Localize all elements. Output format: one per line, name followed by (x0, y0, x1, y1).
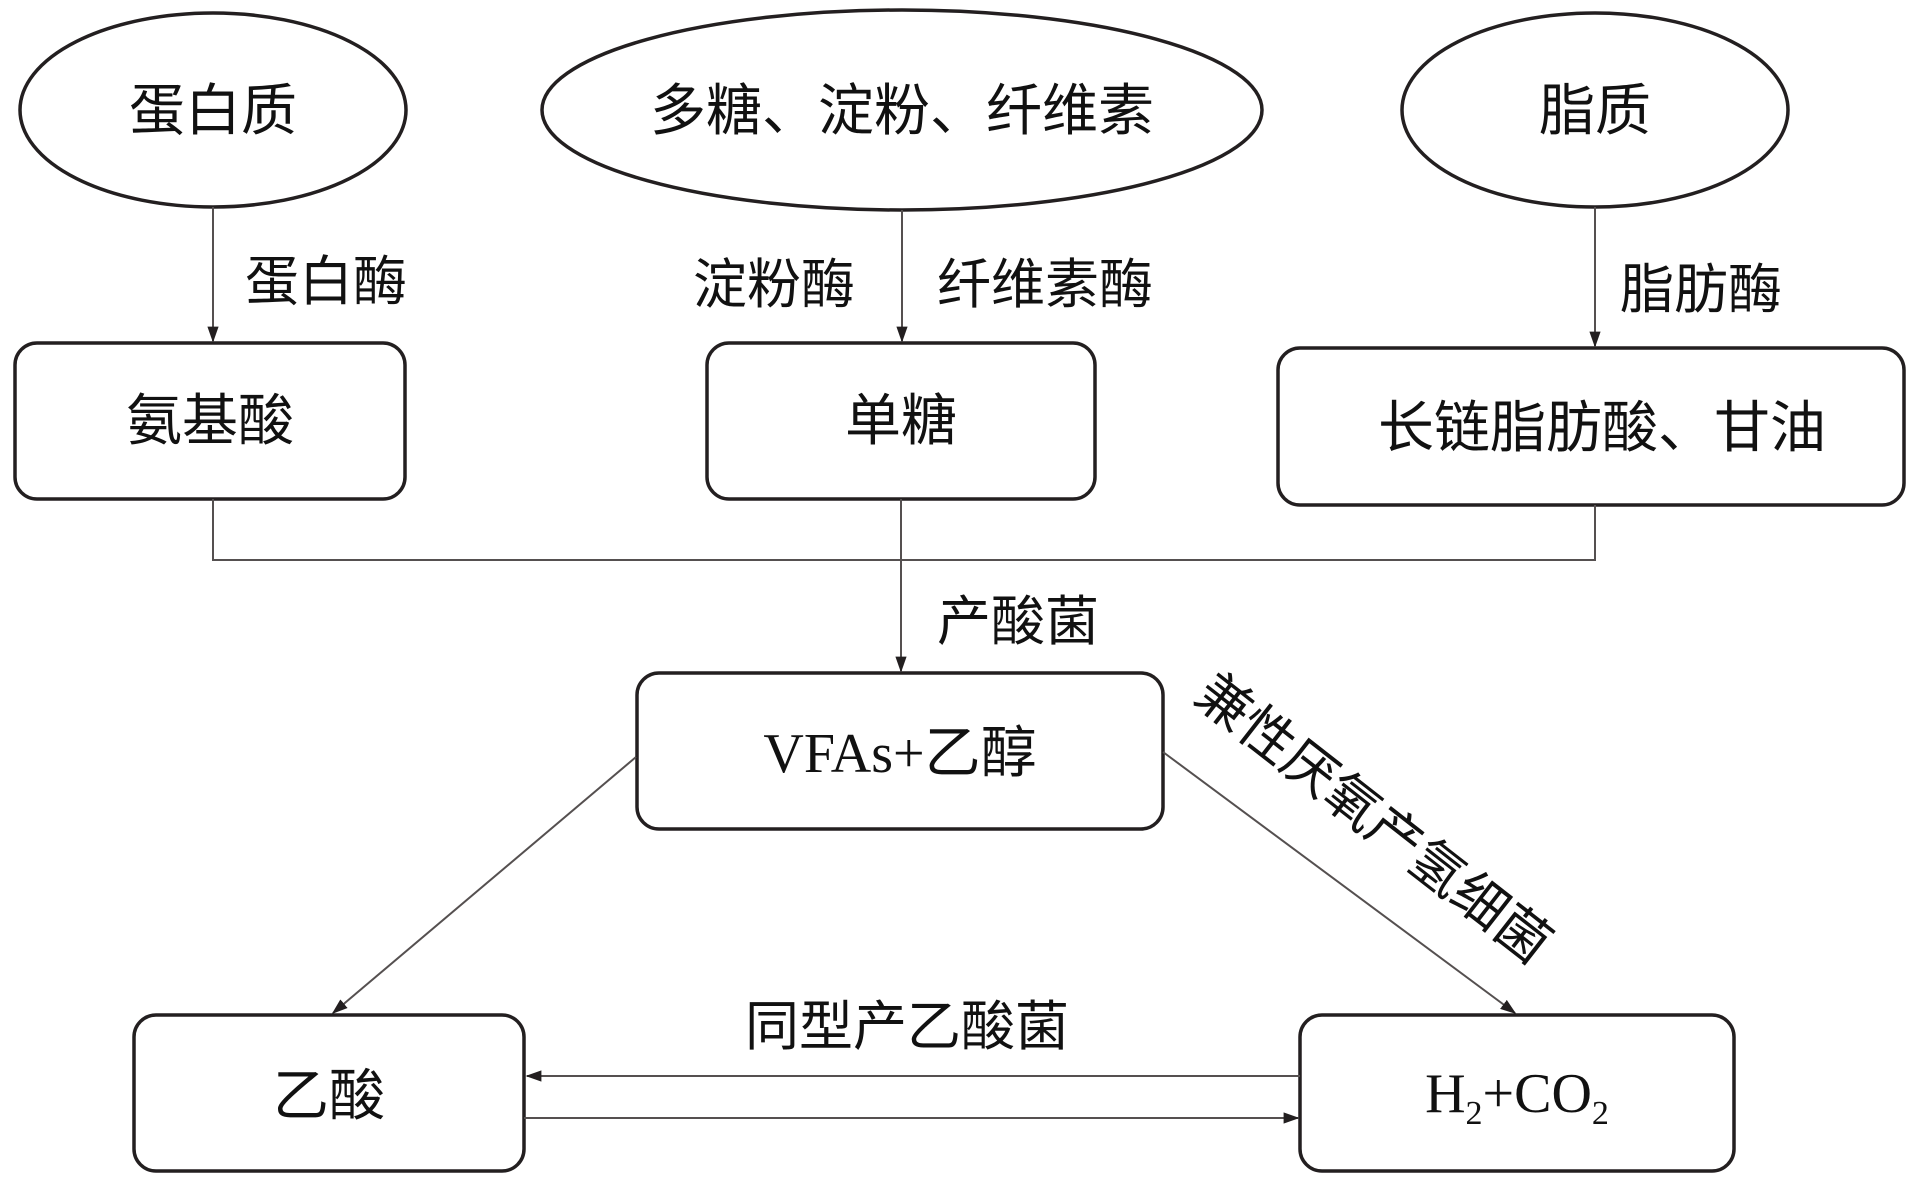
h2co2-sub1: 2 (1466, 1095, 1483, 1132)
node-protein-label: 蛋白质 (129, 79, 297, 144)
node-lipid-label: 脂质 (1539, 79, 1651, 144)
node-polysaccharide-label: 多糖、淀粉、纤维素 (650, 79, 1154, 144)
connector-merge (212, 499, 1596, 561)
edge-label-lipase: 脂肪酶 (1620, 258, 1782, 321)
node-vfas-ethanol: VFAs+乙醇 (635, 671, 1165, 831)
node-monosaccharide-label: 单糖 (845, 389, 957, 454)
node-lcfa-glycerol: 长链脂肪酸、甘油 (1276, 346, 1906, 507)
h2co2-mid: +CO (1483, 1063, 1592, 1125)
h2co2-h: H (1425, 1063, 1465, 1125)
node-lcfa-glycerol-label: 长链脂肪酸、甘油 (1378, 396, 1826, 461)
edge-label-amylase: 淀粉酶 (693, 253, 855, 316)
h2co2-sub2: 2 (1592, 1095, 1609, 1132)
edge-label-protease: 蛋白酶 (245, 250, 407, 313)
edge-vfas-to-acetic (331, 756, 637, 1015)
edge-label-cellulase: 纤维素酶 (937, 253, 1153, 316)
node-h2-co2-label: H2+CO2 (1425, 1063, 1609, 1132)
node-acetic-acid-label: 乙酸 (273, 1064, 385, 1129)
edge-label-facultative-h2: 兼性厌氧产氢细菌 (1184, 661, 1563, 977)
edge-label-acidogenic: 产酸菌 (937, 590, 1099, 653)
node-amino-acid: 氨基酸 (13, 341, 407, 501)
node-polysaccharide: 多糖、淀粉、纤维素 (540, 8, 1264, 212)
node-h2-co2: H2+CO2 (1298, 1013, 1736, 1173)
node-protein: 蛋白质 (18, 11, 408, 209)
node-vfas-ethanol-label: VFAs+乙醇 (763, 723, 1036, 785)
node-lipid: 脂质 (1400, 11, 1790, 209)
node-amino-acid-label: 氨基酸 (126, 389, 294, 454)
edge-vfas-to-h2co2 (1162, 751, 1517, 1014)
node-monosaccharide: 单糖 (705, 341, 1097, 501)
edge-label-homoacetogens: 同型产乙酸菌 (745, 995, 1069, 1058)
node-acetic-acid: 乙酸 (132, 1013, 526, 1173)
